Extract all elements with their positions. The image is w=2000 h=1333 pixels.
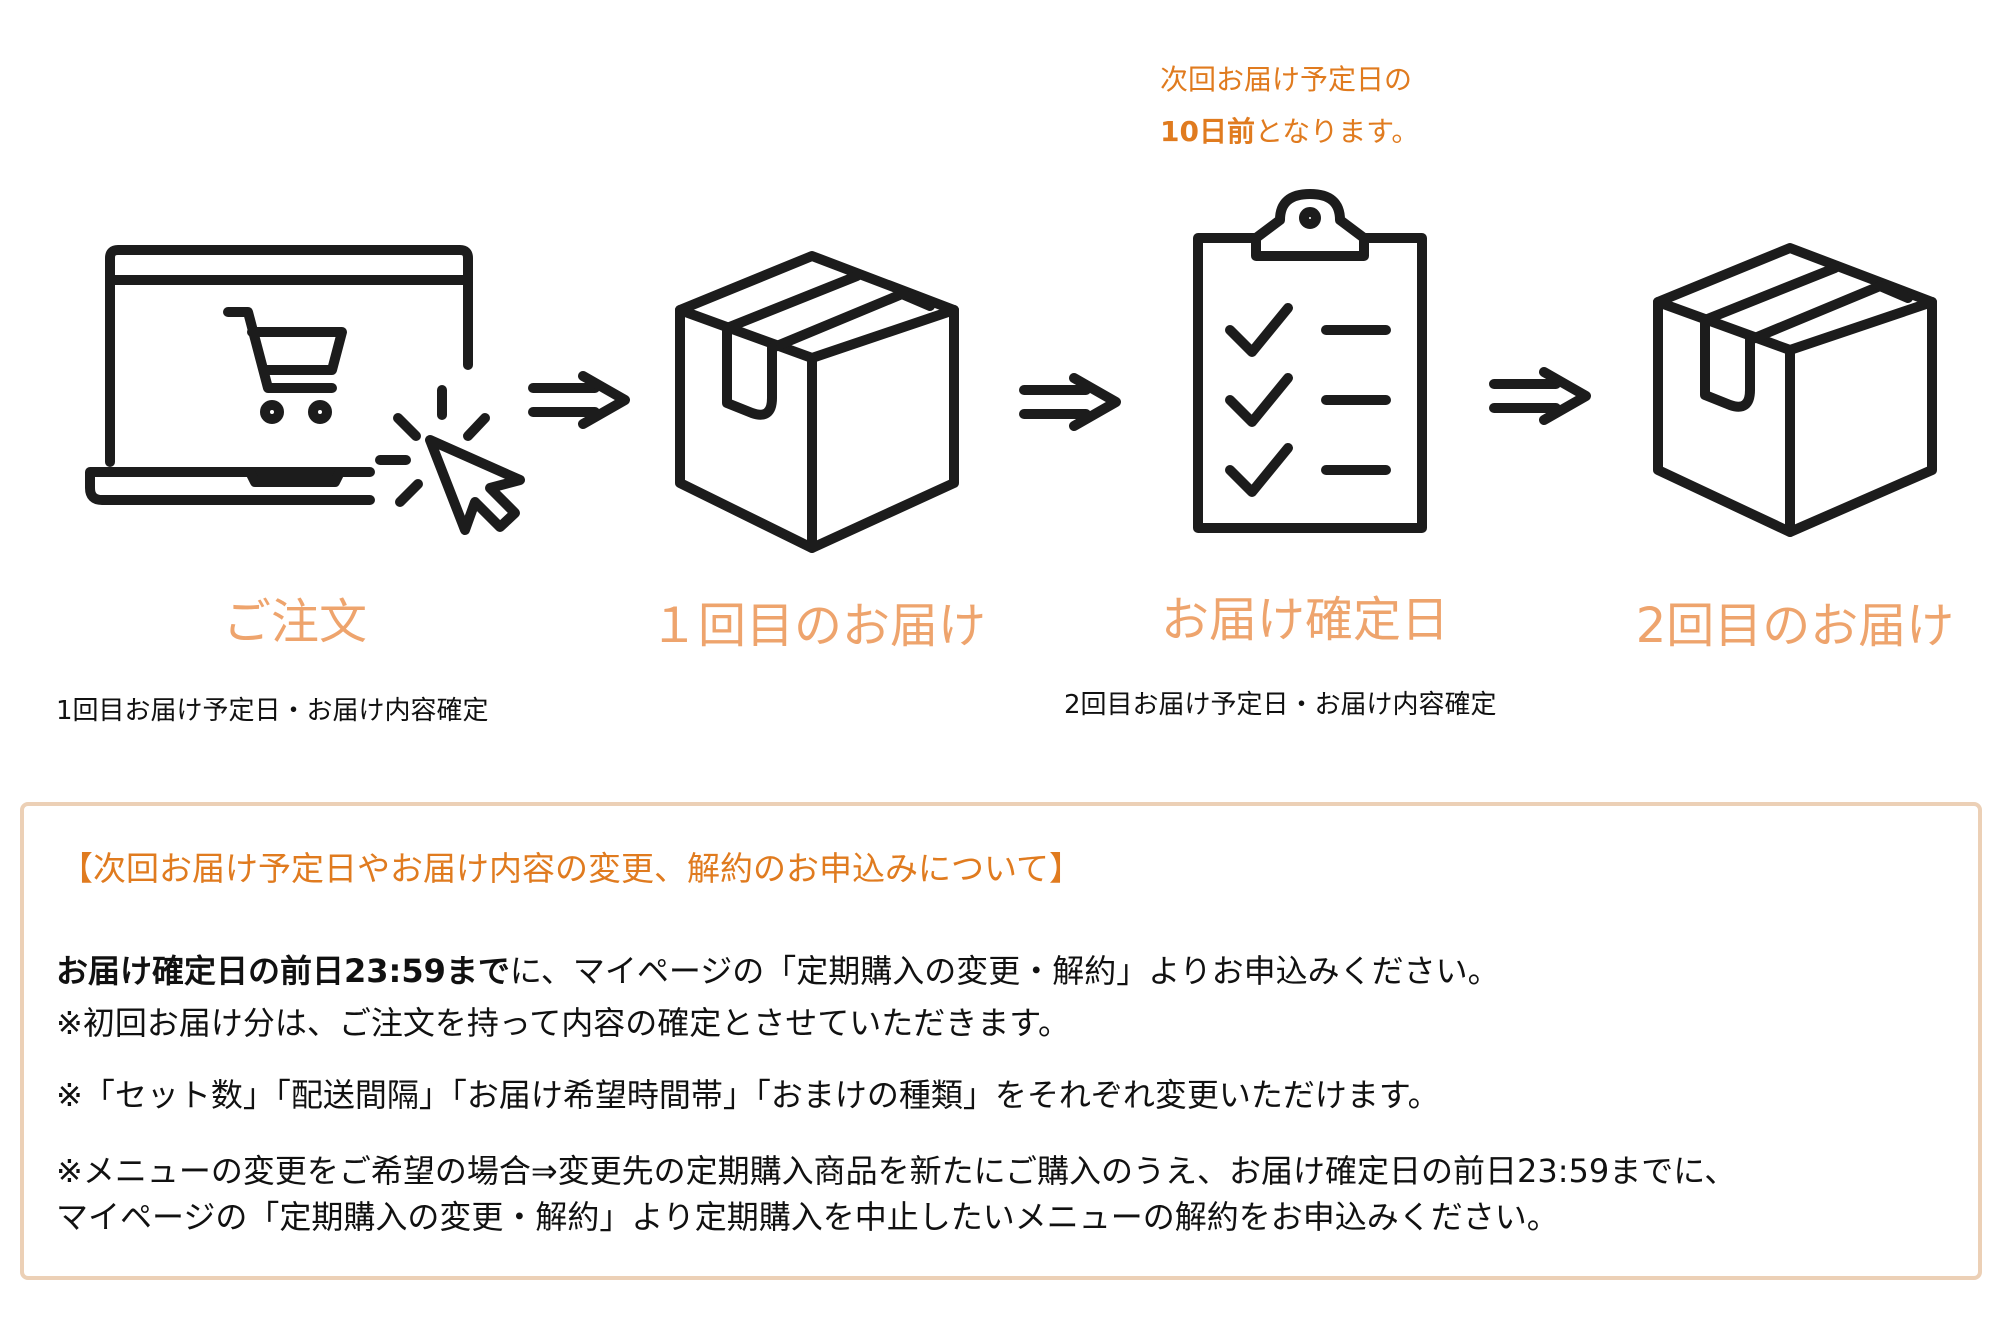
info-line-changeable-items: ※「セット数」「配送間隔」「お届け希望時間帯」「おまけの種類」をそれぞれ変更いた… — [56, 1076, 1440, 1114]
info-line-1-rest: に、マイページの「定期購入の変更・解約」よりお申込みください。 — [509, 952, 1500, 990]
laptop-cart-click-icon — [80, 240, 530, 540]
next-delivery-note: 次回お届け予定日の 10日前となります。 — [1160, 54, 1520, 158]
double-arrow-right-icon — [1016, 372, 1126, 432]
info-box-title: 【次回お届け予定日やお届け内容の変更、解約のお申込みについて】 — [60, 849, 1083, 888]
note-line-2: 10日前となります。 — [1160, 106, 1520, 158]
note-emphasis: 10日前 — [1160, 115, 1255, 148]
info-line-menu-cancel: マイページの「定期購入の変更・解約」より定期購入を中止したいメニューの解約をお申… — [56, 1198, 1559, 1236]
step-label-order: ご注文 — [222, 594, 367, 650]
info-line-menu-change: ※メニューの変更をご希望の場合⇒変更先の定期購入商品を新たにご購入のうえ、お届け… — [56, 1152, 1737, 1190]
info-line-first-delivery: ※初回お届け分は、ご注文を持って内容の確定とさせていただきます。 — [56, 1004, 1071, 1042]
step-label-first-delivery: １回目のお届け — [650, 598, 987, 654]
step-label-confirmation-date: お届け確定日 — [1160, 592, 1449, 648]
package-box-icon — [1650, 240, 1940, 540]
step-label-second-delivery: 2回目のお届け — [1635, 598, 1955, 654]
note-line-1: 次回お届け予定日の — [1160, 63, 1413, 96]
clipboard-checklist-icon — [1190, 189, 1430, 540]
step-sub-confirmation: 2回目お届け予定日・お届け内容確定 — [1064, 690, 1497, 720]
info-box — [20, 802, 1982, 1280]
package-box-icon — [672, 248, 962, 558]
note-line-2-rest: となります。 — [1254, 115, 1420, 148]
info-deadline-emphasis: お届け確定日の前日23:59まで — [56, 952, 510, 990]
step-sub-order: 1回目お届け予定日・お届け内容確定 — [56, 696, 489, 726]
double-arrow-right-icon — [525, 370, 635, 430]
info-line-deadline: お届け確定日の前日23:59までに、マイページの「定期購入の変更・解約」よりお申… — [56, 946, 1500, 992]
double-arrow-right-icon — [1486, 366, 1596, 426]
